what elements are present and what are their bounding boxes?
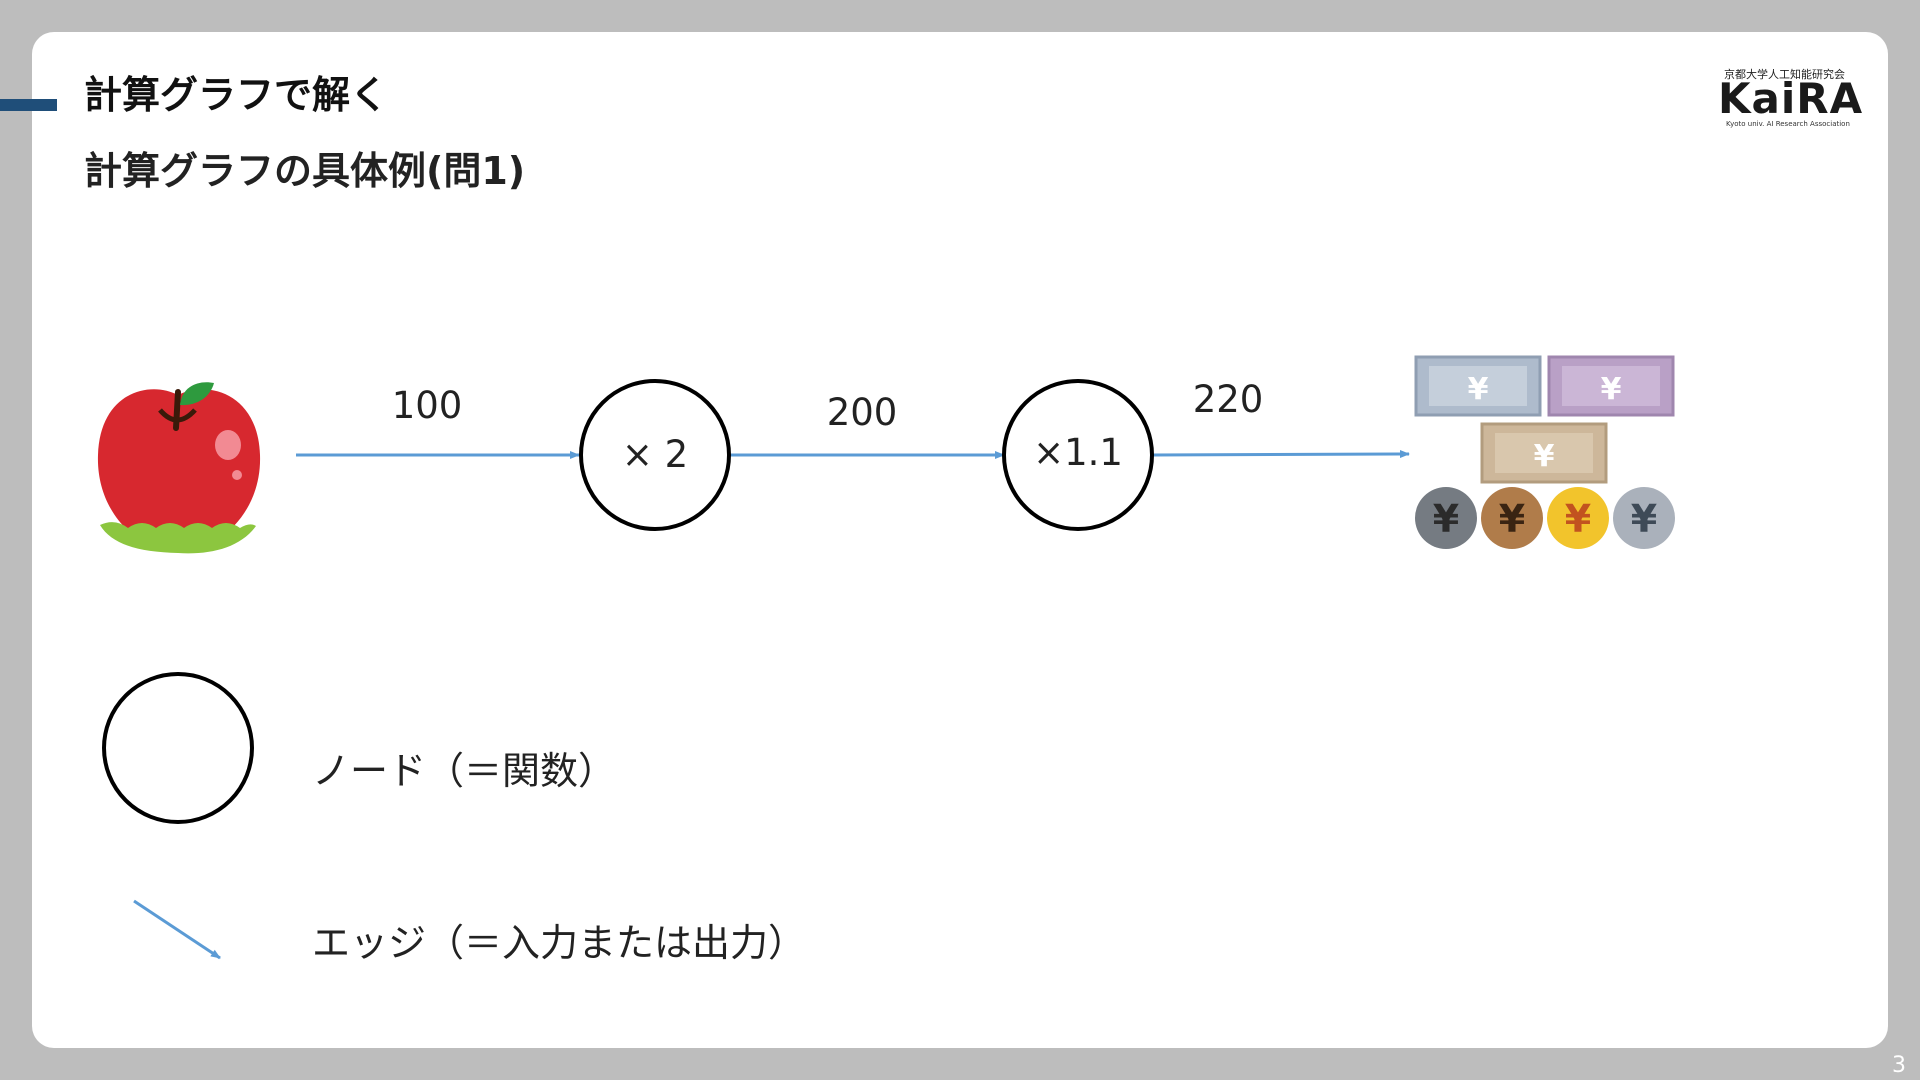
svg-text:¥: ¥: [1601, 372, 1622, 407]
money-icon: ¥ ¥ ¥ ¥ ¥ ¥ ¥: [1414, 355, 1675, 549]
graph-node-multiply-1-1: [1002, 379, 1154, 531]
legend-edge-label: エッジ（＝入力または出力）: [312, 921, 807, 965]
kaira-logo: 京都大学人工知能研究会 KaiRA Kyoto univ. AI Researc…: [1718, 66, 1878, 132]
legend-edge-arrow: [133, 899, 221, 960]
slide-title: 計算グラフで解く: [84, 73, 389, 117]
svg-text:¥: ¥: [1468, 372, 1489, 407]
title-accent-bar: [0, 99, 57, 111]
svg-text:¥: ¥: [1433, 497, 1459, 541]
edge-label-100: 100: [392, 384, 463, 427]
page-number: 3: [1892, 1053, 1906, 1078]
svg-text:¥: ¥: [1534, 439, 1555, 474]
apple-icon: [97, 382, 261, 554]
logo-main-text: KaiRA: [1718, 74, 1864, 123]
legend-node-circle: [102, 672, 254, 824]
edge-label-220: 220: [1193, 378, 1264, 421]
svg-text:¥: ¥: [1499, 497, 1525, 541]
node-label-multiply-1-1: ×1.1: [1033, 431, 1123, 474]
legend-node-label: ノード（＝関数）: [312, 749, 617, 793]
node-label-multiply-2: × 2: [622, 433, 688, 476]
edge-label-200: 200: [827, 391, 898, 434]
logo-sub-text: Kyoto univ. AI Research Association: [1726, 120, 1850, 128]
svg-text:¥: ¥: [1565, 497, 1591, 541]
graph-edge-output: [1152, 450, 1410, 459]
logo-top-text: 京都大学人工知能研究会: [1724, 68, 1845, 81]
svg-text:¥: ¥: [1631, 497, 1657, 541]
slide-subtitle: 計算グラフの具体例(問1): [84, 149, 526, 193]
graph-node-multiply-2: [579, 379, 731, 531]
